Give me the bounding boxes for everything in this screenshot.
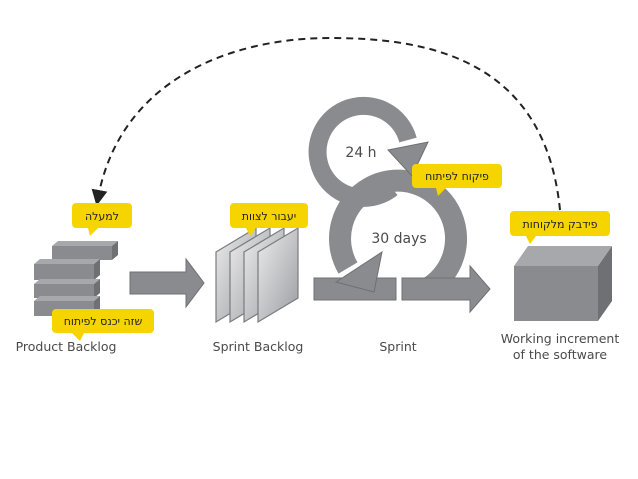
callout-dev-supervision-text: פיקוח לפיתוח (425, 170, 489, 183)
working-increment-box-icon (514, 246, 612, 321)
feedback-loop-dashed-arrow (91, 36, 561, 211)
callout-enter-dev: שזה יכנס לפיתוח (52, 309, 154, 341)
callout-up: למעלה (72, 203, 132, 236)
callout-to-teams-text: יעבור לצוות (242, 210, 296, 223)
sprint-backlog-label: Sprint Backlog (213, 339, 304, 354)
callout-customer-feedback: פידבק מלקוחות (510, 211, 610, 244)
callout-dev-supervision: פיקוח לפיתוח (412, 164, 502, 196)
product-backlog-label: Product Backlog (16, 339, 117, 354)
callout-customer-feedback-text: פידבק מלקוחות (523, 218, 598, 231)
callout-to-teams: יעבור לצוות (230, 203, 308, 236)
increment-label-line2: of the software (513, 347, 607, 362)
sprint-cycle-label: 30 days (371, 231, 426, 247)
daily-cycle-24h-loop (308, 96, 429, 207)
flow-arrow-1 (129, 257, 205, 309)
callout-enter-dev-text: שזה יכנס לפיתוח (64, 315, 143, 328)
increment-label-line1: Working increment (501, 331, 620, 346)
daily-cycle-label: 24 h (345, 145, 376, 161)
callout-up-text: למעלה (85, 210, 119, 223)
product-backlog-stack-icon (34, 241, 118, 316)
sprint-label: Sprint (379, 339, 416, 354)
sprint-backlog-sheets-icon (215, 226, 299, 324)
